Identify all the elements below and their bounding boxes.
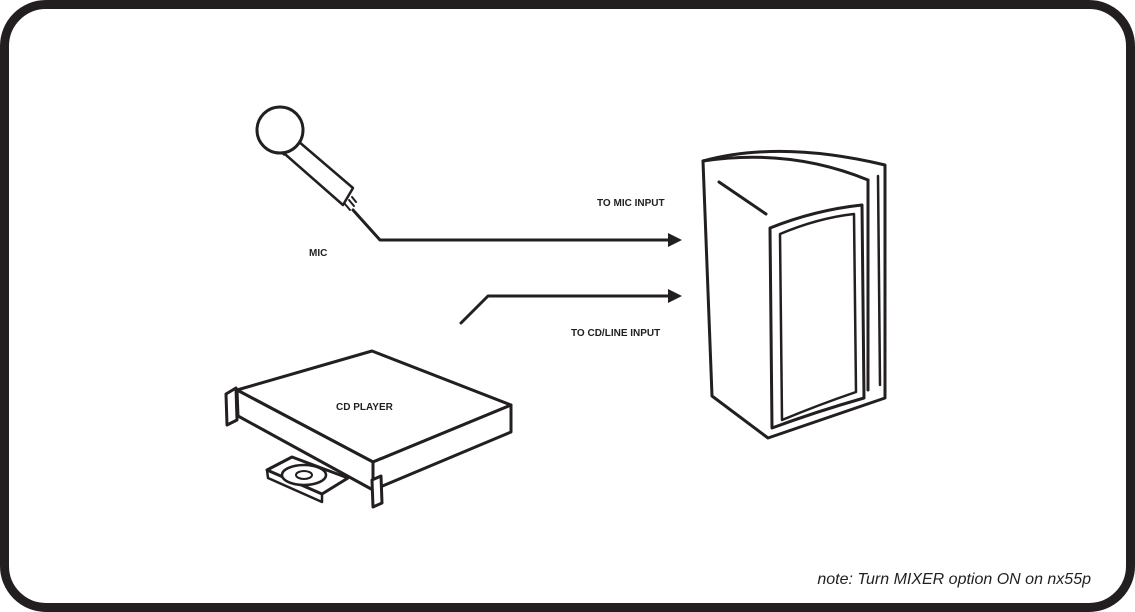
mic-label: MIC [309, 248, 327, 259]
cd-line-input-label: TO CD/LINE INPUT [571, 328, 660, 339]
mixer-note: note: Turn MIXER option ON on nx55p [817, 571, 1091, 588]
cd-line-cable-arrowhead [668, 289, 682, 303]
mic-cable [351, 208, 670, 242]
cd-player-label: CD PLAYER [336, 402, 394, 413]
microphone-icon [255, 105, 357, 211]
mic-cable-arrowhead [668, 233, 682, 247]
disc-tray-icon [265, 455, 350, 504]
speaker-icon [701, 149, 887, 440]
mic-input-label: TO MIC INPUT [597, 198, 665, 209]
cd-player-icon [224, 349, 513, 509]
cd-line-cable [459, 294, 670, 325]
